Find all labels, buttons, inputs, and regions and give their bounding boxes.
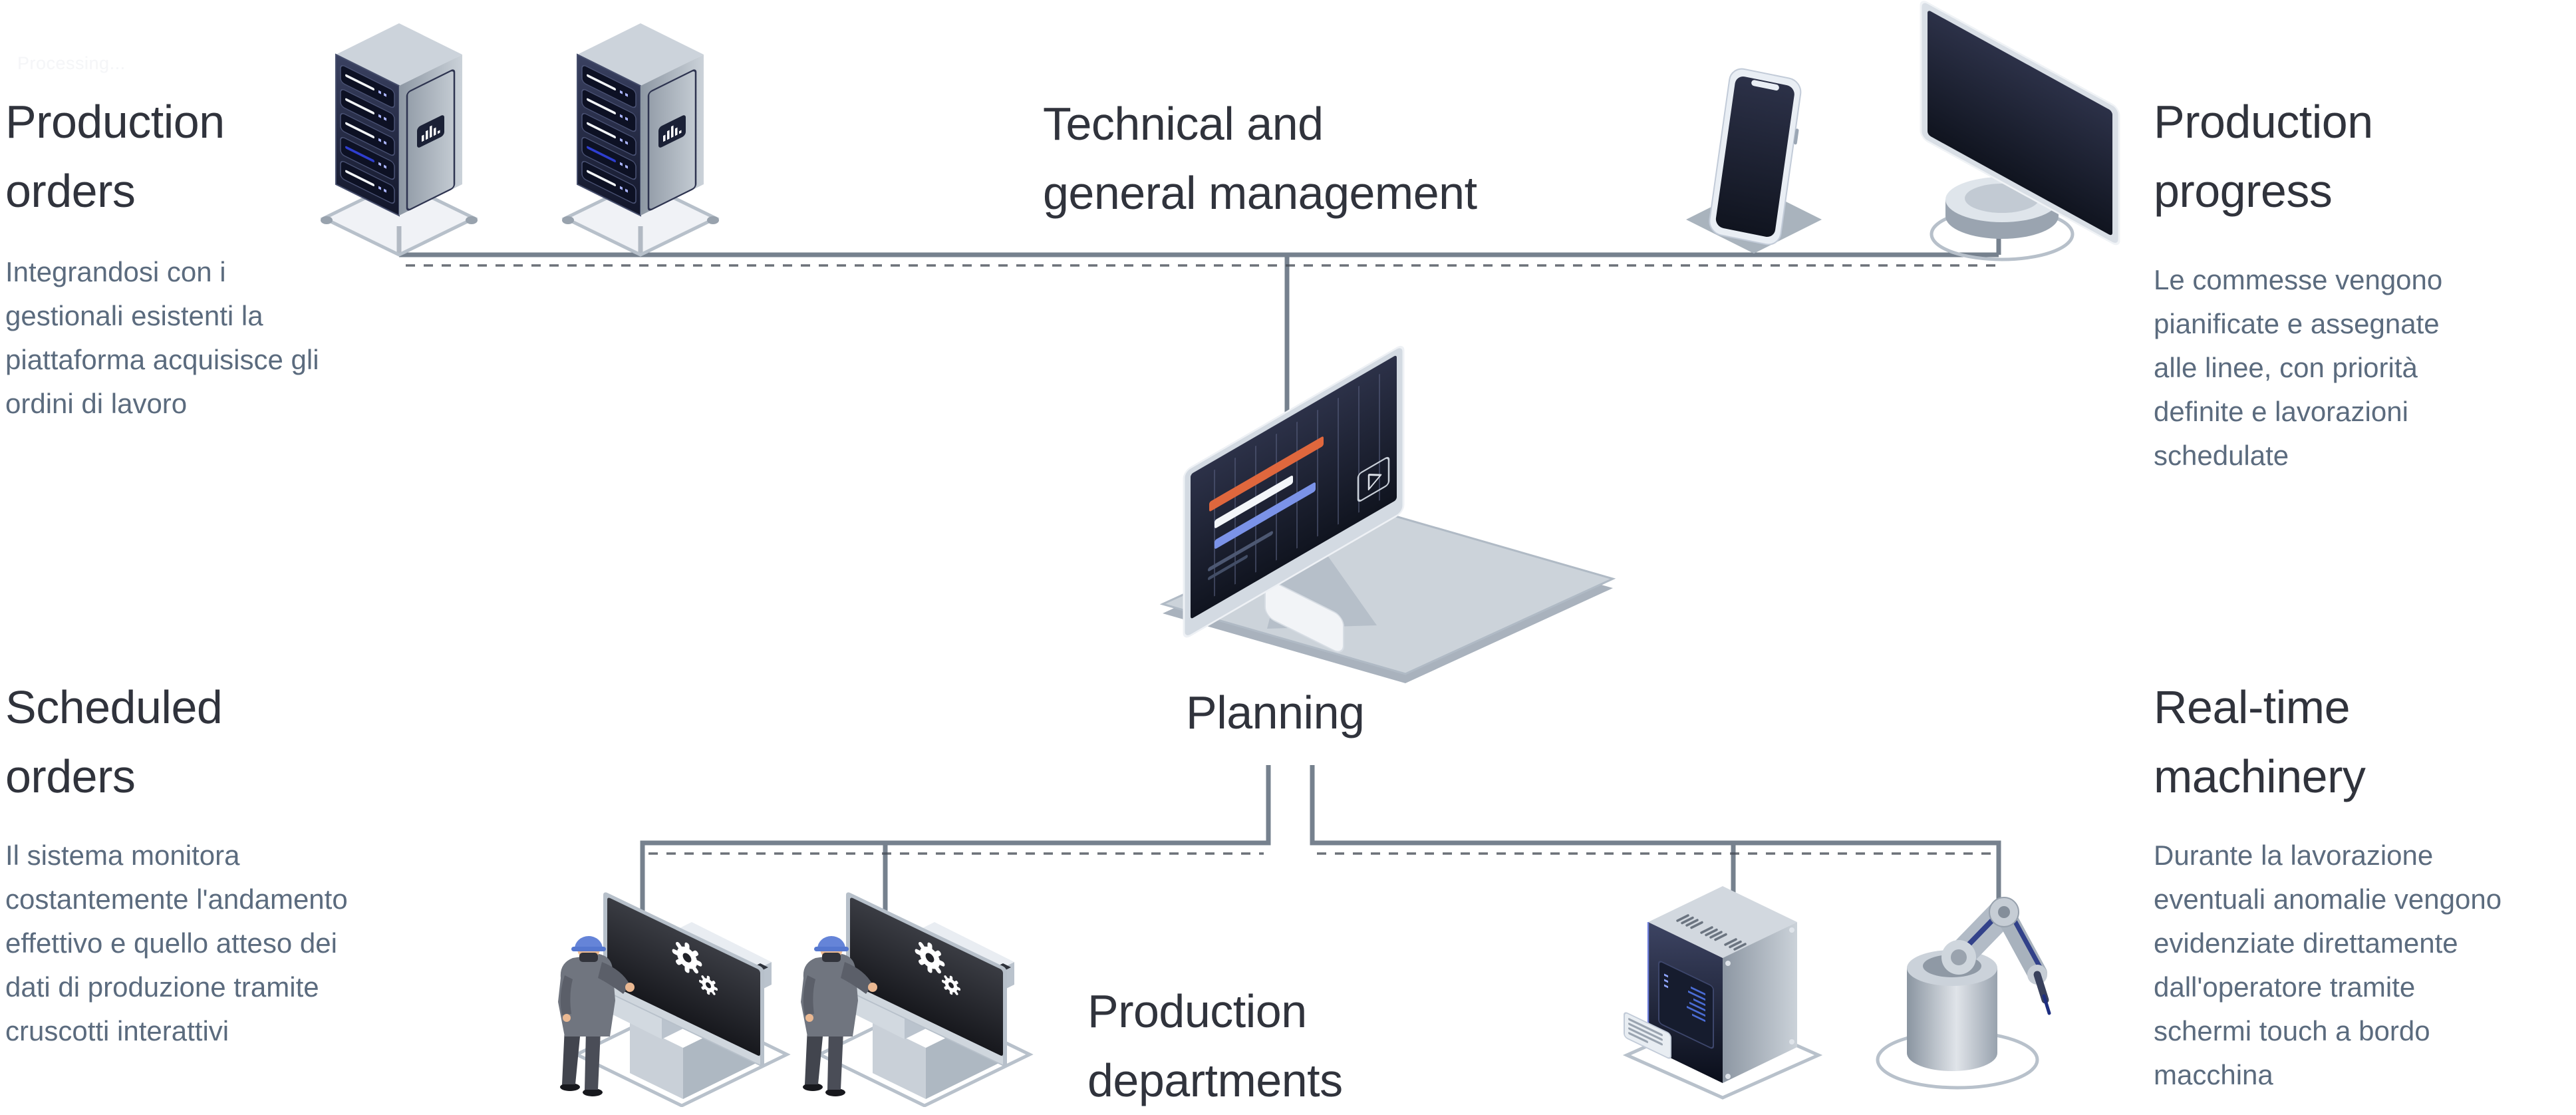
cnc-machine-icon bbox=[1622, 886, 1823, 1100]
text-line: gestionali esistenti la bbox=[5, 300, 263, 331]
real-time-machinery-title: Real-time machinery bbox=[2154, 673, 2366, 811]
smartphone-icon bbox=[1686, 68, 1822, 253]
text-line: piattaforma acquisisce gli bbox=[5, 344, 319, 375]
text-line: Le commesse vengono bbox=[2154, 264, 2443, 295]
title-line: machinery bbox=[2154, 750, 2366, 802]
title-line: Production bbox=[2154, 96, 2373, 148]
title-line: general management bbox=[1043, 167, 1477, 219]
text-line: definite e lavorazioni bbox=[2154, 396, 2408, 427]
text-line: ordini di lavoro bbox=[5, 388, 188, 419]
real-time-machinery-description: Durante la lavorazione eventuali anomali… bbox=[2154, 834, 2502, 1097]
text-line: macchina bbox=[2154, 1059, 2273, 1090]
cnc-screen bbox=[1658, 961, 1714, 1049]
title-line: Production bbox=[5, 96, 225, 148]
console-screen-text: Processing... bbox=[17, 53, 126, 73]
cnc-keyboard bbox=[1624, 1012, 1671, 1059]
production-orders-title: Production orders bbox=[5, 87, 225, 226]
text-line: Il sistema monitora bbox=[5, 840, 240, 871]
operator-console-icon bbox=[801, 891, 1030, 1106]
text-line: dall'operatore tramite bbox=[2154, 971, 2416, 1003]
text-line: schermi touch a bordo bbox=[2154, 1015, 2430, 1046]
text-line: pianificate e assegnate bbox=[2154, 308, 2440, 339]
production-progress-description: Le commesse vengono pianificate e assegn… bbox=[2154, 258, 2442, 478]
bottom-bus-line bbox=[640, 765, 2001, 955]
title-line: Scheduled bbox=[5, 681, 223, 733]
planning-title: Planning bbox=[1186, 678, 1365, 747]
text-line: cruscotti interattivi bbox=[5, 1015, 229, 1046]
desktop-monitor-icon bbox=[1920, 1, 2120, 261]
production-departments-title: Production departments bbox=[1087, 977, 1343, 1115]
connector-dash-shadows bbox=[406, 264, 1995, 855]
planning-monitor-icon bbox=[1159, 345, 1616, 683]
text-line: Durante la lavorazione bbox=[2154, 840, 2434, 871]
text-line: Integrandosi con i bbox=[5, 256, 226, 287]
gantt-bar-orange bbox=[1209, 436, 1324, 512]
text-line: costantemente l'andamento bbox=[5, 883, 348, 915]
server-tower-icon bbox=[321, 23, 478, 255]
text-line: eventuali anomalie vengono bbox=[2154, 883, 2502, 915]
gantt-bar-blue bbox=[1215, 482, 1316, 549]
title-line: orders bbox=[5, 165, 136, 217]
operator-console-icon bbox=[558, 891, 787, 1106]
title-line: Technical and bbox=[1043, 98, 1324, 150]
technical-management-title: Technical and general management bbox=[1043, 89, 1477, 228]
scheduled-orders-description: Il sistema monitora costantemente l'anda… bbox=[5, 834, 348, 1053]
production-progress-title: Production progress bbox=[2154, 87, 2373, 226]
console-screen-text: Processing... bbox=[17, 53, 126, 73]
production-orders-description: Integrandosi con i gestionali esistenti … bbox=[5, 250, 319, 426]
gantt-bar-white bbox=[1215, 475, 1293, 528]
text-line: alle linee, con priorità bbox=[2154, 352, 2418, 383]
text-line: evidenziate direttamente bbox=[2154, 927, 2458, 959]
scheduled-orders-title: Scheduled orders bbox=[5, 673, 223, 811]
title-line: progress bbox=[2154, 165, 2333, 217]
title-line: Real-time bbox=[2154, 681, 2351, 733]
text-line: schedulate bbox=[2154, 440, 2289, 471]
robot-arm-icon bbox=[1876, 897, 2051, 1090]
title-line: Planning bbox=[1186, 687, 1365, 738]
title-line: Production bbox=[1087, 985, 1307, 1037]
text-line: effettivo e quello atteso dei bbox=[5, 927, 337, 959]
text-line: dati di produzione tramite bbox=[5, 971, 319, 1003]
server-tower-icon bbox=[562, 23, 719, 255]
title-line: orders bbox=[5, 750, 136, 802]
title-line: departments bbox=[1087, 1054, 1343, 1106]
play-button-icon bbox=[1357, 456, 1390, 502]
